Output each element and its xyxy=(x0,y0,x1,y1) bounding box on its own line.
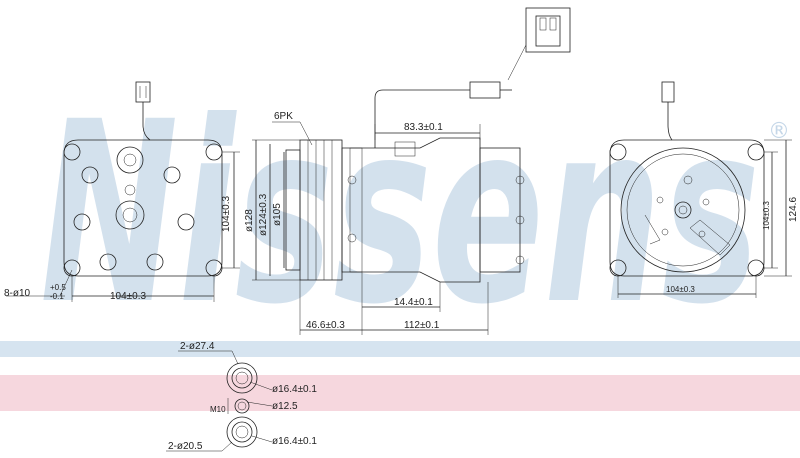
registered-mark: ® xyxy=(768,119,790,144)
belt-label: 6PK xyxy=(274,111,293,122)
bore-164-bottom-dim: ø16.4±0.1 xyxy=(272,436,317,447)
top-bore-dim: 2-ø27.4 xyxy=(180,341,215,352)
back-overall-dim: 124.6 xyxy=(788,197,799,222)
bore-164-top-dim: ø16.4±0.1 xyxy=(272,384,317,395)
blue-band xyxy=(0,341,800,357)
len-14-dim: 14.4±0.1 xyxy=(394,297,433,308)
back-view: 104±0.3 124.6 104±0.3 xyxy=(609,81,799,298)
port-detail: 2-ø27.4 ø16.4±0.1 ø12.5 M10 2-ø20.5 ø16.… xyxy=(166,341,317,452)
front-width-dim: 104±0.3 xyxy=(110,291,147,302)
bottom-bore-dim: 2-ø20.5 xyxy=(168,441,203,452)
dia-105-dim: ø105 xyxy=(272,203,283,226)
front-height-dim: 104±0.3 xyxy=(221,195,232,232)
connector-detail-icon xyxy=(525,7,571,53)
back-height-dim: 104±0.3 xyxy=(762,201,771,230)
dia-124-dim: ø124±0.3 xyxy=(258,193,269,236)
front-holes-tol-minus: -0.1 xyxy=(50,292,64,301)
len-83-dim: 83.3±0.1 xyxy=(404,122,443,133)
pink-band xyxy=(0,375,800,411)
front-view: 104±0.3 104±0.3 8-ø10 +0.5 -0.1 xyxy=(4,81,240,302)
back-width-dim: 104±0.3 xyxy=(666,285,695,294)
front-holes-dim: 8-ø10 xyxy=(4,288,31,299)
len-112-dim: 112±0.1 xyxy=(404,320,440,331)
thread-label: M10 xyxy=(210,405,226,414)
front-holes-tol-plus: +0.5 xyxy=(50,283,66,292)
bore-125-dim: ø12.5 xyxy=(272,401,298,412)
len-46-dim: 46.6±0.3 xyxy=(306,320,345,331)
dia-128-dim: ø128 xyxy=(244,209,255,232)
side-view: 6PK ø128 ø124±0.3 ø105 83.3±0.1 14.4±0.1… xyxy=(244,7,571,335)
brand-watermark: Nissens xyxy=(40,68,760,359)
